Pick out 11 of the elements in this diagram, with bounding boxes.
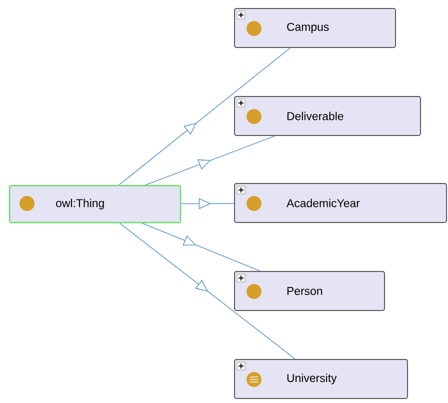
arrow xyxy=(180,198,234,210)
arrow xyxy=(119,222,296,360)
class-box: University xyxy=(234,359,408,399)
class-box: owl:Thing xyxy=(9,185,182,224)
class-box: Campus xyxy=(234,8,396,48)
arrow xyxy=(142,222,261,272)
class-box: Person xyxy=(234,271,385,311)
arrow xyxy=(118,48,290,186)
class-box: AcademicYear xyxy=(234,183,447,223)
class-box: Deliverable xyxy=(234,96,421,136)
arrow xyxy=(145,136,276,186)
